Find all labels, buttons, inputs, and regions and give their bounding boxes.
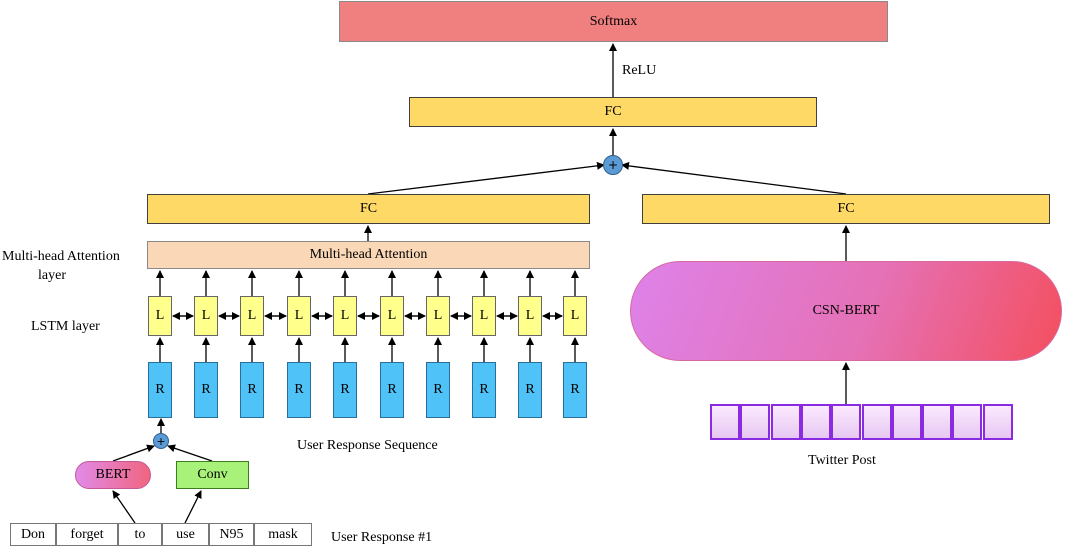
response-cell: R (240, 362, 264, 418)
lstm-cell: L (518, 296, 542, 336)
twitter-token-cell (891, 404, 922, 440)
word-use: use (162, 523, 209, 546)
bert-label: BERT (95, 467, 131, 482)
multi-head-attention-box: Multi-head Attention (147, 241, 590, 269)
response-cell: R (380, 362, 404, 418)
left-fc-to-plus-arrow (367, 161, 605, 195)
lstm-cell: L (194, 296, 218, 336)
response-cell: R (518, 362, 542, 418)
twitter-token-cell (800, 404, 831, 440)
user-response-sequence-label: User Response Sequence (297, 438, 438, 453)
plus-top-icon: + (603, 155, 623, 175)
lstm-layer-label: LSTM layer (31, 319, 100, 334)
word-n95: N95 (209, 523, 254, 546)
twitter-token-cell (922, 404, 953, 440)
csn-bert-label: CSN-BERT (812, 303, 880, 318)
mha-box-label: Multi-head Attention (309, 247, 428, 262)
lstm-cell: L (240, 296, 264, 336)
lstm-cell: L (380, 296, 404, 336)
lstm-cell: L (563, 296, 587, 336)
lstm-cell: L (426, 296, 450, 336)
lstm-wires (156, 270, 579, 362)
plus-bottom-icon: + (153, 433, 169, 449)
fc-right-label: FC (837, 201, 855, 216)
word-forget: forget (56, 523, 118, 546)
twitter-token-cell (710, 404, 740, 440)
csn-bert-box: CSN-BERT (630, 261, 1062, 361)
twitter-token-cell (982, 404, 1013, 440)
mha-layer-label-line1: Multi-head Attention (2, 249, 120, 264)
response-cell: R (333, 362, 357, 418)
use-to-conv-arrow (184, 490, 202, 524)
word-to: to (118, 523, 162, 546)
twitter-token-cell (952, 404, 983, 440)
fc-left: FC (147, 194, 590, 224)
word-mask: mask (254, 523, 312, 546)
twitter-token-cell (770, 404, 801, 440)
softmax-label: Softmax (589, 13, 638, 29)
relu-label: ReLU (622, 63, 657, 78)
twitter-token-cell (831, 404, 862, 440)
fc-left-label: FC (359, 201, 378, 216)
user-response-label: User Response #1 (331, 530, 433, 545)
response-cell: R (148, 362, 172, 418)
conv-to-plus-arrow (167, 444, 213, 462)
lstm-cell: L (472, 296, 496, 336)
bert-to-plus-arrow (112, 444, 155, 462)
response-cell: R (194, 362, 218, 418)
softmax-layer: Softmax (339, 1, 888, 42)
response-cell: R (426, 362, 450, 418)
mha-layer-label-line2: layer (38, 268, 66, 283)
conv-box: Conv (176, 461, 249, 489)
word-don: Don (10, 523, 56, 546)
lstm-cell: L (287, 296, 311, 336)
response-cell: R (472, 362, 496, 418)
right-fc-to-plus-arrow (621, 161, 847, 195)
response-cell: R (563, 362, 587, 418)
lstm-cell: L (148, 296, 172, 336)
fc-top-label: FC (604, 104, 622, 119)
fc-top: FC (409, 97, 817, 127)
lstm-cell: L (333, 296, 357, 336)
twitter-post-label: Twitter Post (808, 453, 876, 468)
fc-right: FC (642, 194, 1050, 224)
response-cell: R (287, 362, 311, 418)
conv-label: Conv (197, 467, 228, 482)
bert-box: BERT (75, 461, 151, 489)
twitter-token-cell (740, 404, 771, 440)
twitter-token-cell (861, 404, 892, 440)
forget-to-bert-arrow (112, 490, 136, 524)
